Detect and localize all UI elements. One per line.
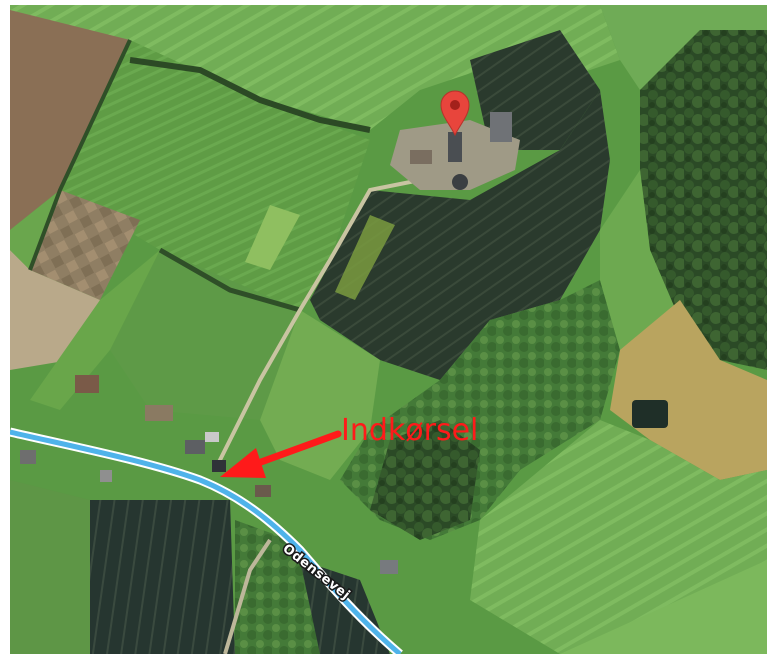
farm-track-lower — [223, 538, 272, 654]
field-bottom-right-2 — [560, 560, 767, 654]
field-green-left — [60, 40, 370, 310]
road-odensevej — [10, 429, 402, 654]
house-9 — [100, 470, 112, 482]
house-6 — [255, 485, 271, 497]
house-3 — [185, 440, 205, 454]
house-8 — [20, 450, 36, 464]
field-mid-left — [110, 250, 300, 420]
field-bare-soil — [10, 10, 130, 230]
field-dark-bottom-left — [90, 500, 235, 654]
field-dark-center — [310, 90, 610, 380]
woodland-dense — [370, 420, 480, 540]
woodland-east — [640, 30, 767, 370]
arrow-left-icon — [220, 430, 342, 478]
farm-building-1 — [448, 132, 462, 162]
field-bare-right — [610, 300, 767, 480]
house-5 — [212, 460, 226, 472]
satellite-map[interactable]: Odensevej Indkørsel — [10, 5, 767, 654]
field-mid-green — [260, 310, 380, 480]
farm-building-2 — [490, 112, 512, 142]
hedgerow-west — [28, 39, 132, 271]
hedgerow-mid — [158, 247, 301, 313]
field-bottom-left-green — [10, 480, 90, 654]
house-4 — [205, 432, 219, 442]
farm-silo — [452, 174, 468, 190]
field-plots — [30, 190, 140, 300]
location-pin-icon[interactable] — [440, 90, 470, 137]
house-7 — [380, 560, 398, 574]
farm-building-3 — [410, 150, 432, 164]
pond — [632, 400, 668, 428]
house-2 — [145, 405, 173, 421]
map-canvas[interactable]: Odensevej Indkørsel — [10, 5, 767, 654]
field-light-strip — [335, 215, 395, 300]
hedgerow-north — [129, 57, 371, 133]
house-1 — [75, 375, 99, 393]
field-right-green — [600, 170, 680, 350]
field-strip-lower — [30, 250, 160, 410]
annotation-label: Indkørsel — [341, 413, 478, 448]
field-strip — [245, 205, 300, 270]
field-top — [10, 5, 620, 130]
field-green-strip — [10, 190, 60, 270]
